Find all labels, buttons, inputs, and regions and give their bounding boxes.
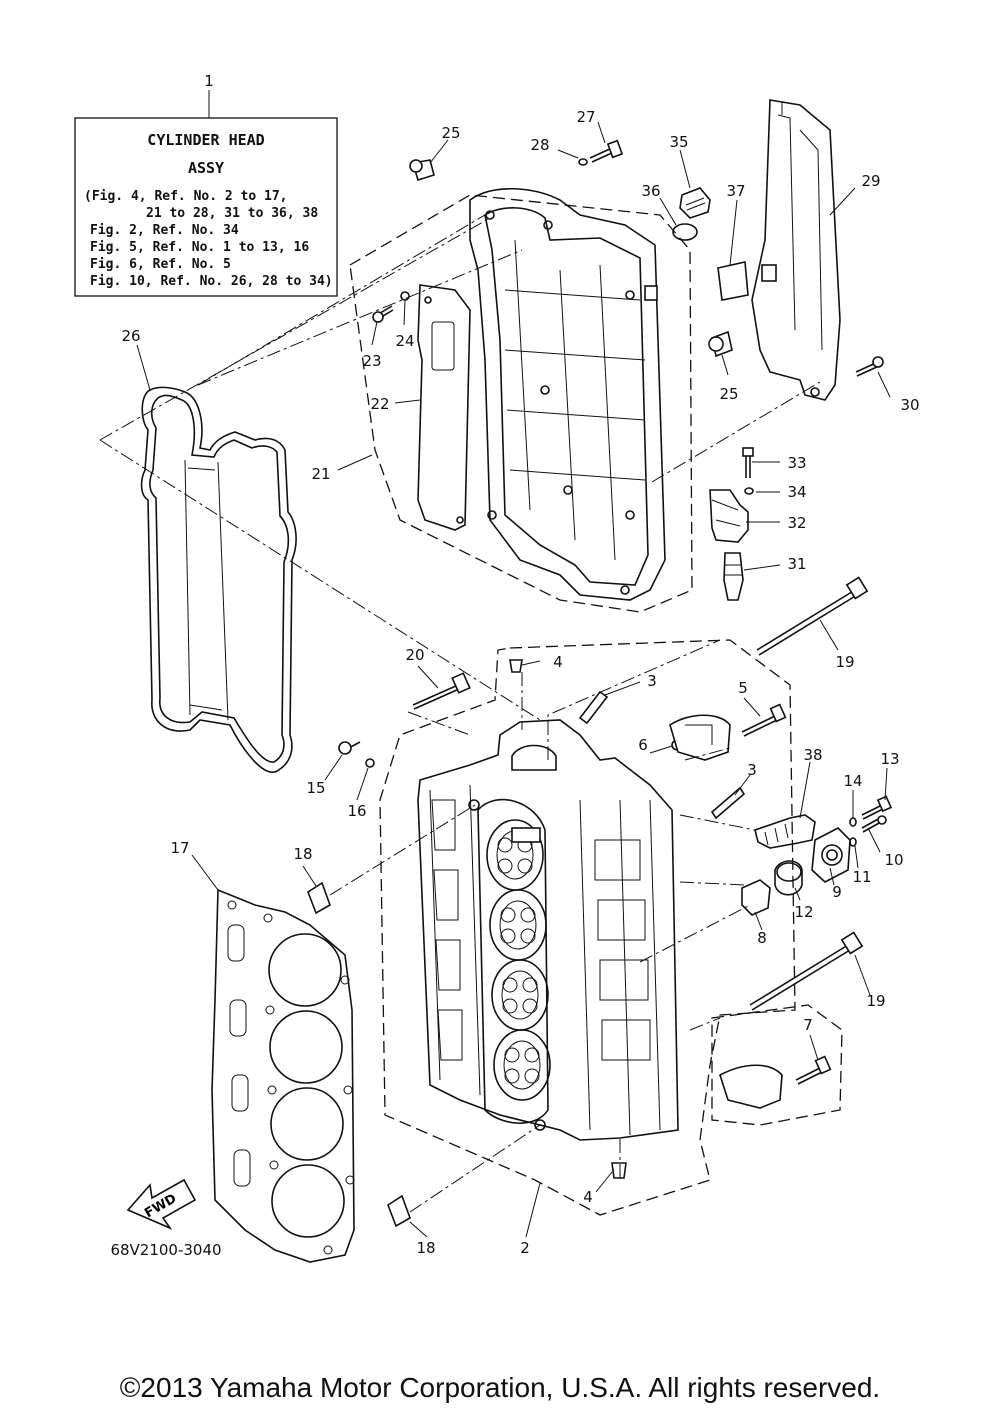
callout-14: 14 (843, 772, 862, 790)
cover-plate-drawing (417, 284, 471, 531)
callout-5: 5 (738, 679, 748, 697)
callout-22: 22 (370, 395, 389, 413)
callout-1: 1 (204, 72, 214, 90)
callout-25: 25 (719, 385, 738, 403)
callout-24: 24 (395, 332, 414, 350)
fittings-drawing (307, 659, 851, 1228)
cylinder-head-group-outline (379, 639, 796, 1216)
callout-17: 17 (170, 839, 189, 857)
callout-38: 38 (803, 746, 822, 764)
callout-25: 25 (441, 124, 460, 142)
diagram-code: 68V2100-3040 (110, 1241, 221, 1259)
callout-11: 11 (852, 868, 871, 886)
callout-32: 32 (787, 514, 806, 532)
assy-ref-line: 21 to 28, 31 to 36, 38 (146, 206, 318, 221)
callout-15: 15 (306, 779, 325, 797)
combustion-chambers (486, 819, 551, 1101)
callout-18: 18 (416, 1239, 435, 1257)
callout-leaders (136, 121, 891, 1238)
callout-26: 26 (121, 327, 140, 345)
screw-30-drawing (855, 356, 884, 377)
callout-8: 8 (757, 929, 767, 947)
cover-group-outline (349, 194, 693, 613)
assy-info-box: CYLINDER HEAD ASSY (Fig. 4, Ref. No. 2 t… (74, 90, 338, 297)
callout-28: 28 (530, 136, 549, 154)
callout-2: 2 (520, 1239, 530, 1257)
callout-35: 35 (669, 133, 688, 151)
callout-3: 3 (747, 761, 757, 779)
callout-4: 4 (553, 653, 563, 671)
head-gasket-drawing (211, 888, 355, 1263)
assy-title-line2: ASSY (188, 159, 224, 177)
cylinder-head-cover-drawing (469, 187, 666, 601)
callout-9: 9 (832, 883, 842, 901)
callout-16: 16 (347, 802, 366, 820)
assy-title-line1: CYLINDER HEAD (147, 131, 264, 149)
bolts-drawing (338, 672, 893, 1085)
callout-numbers: 1 27 28 25 35 36 37 29 26 24 23 22 21 25… (121, 72, 919, 1257)
callout-3: 3 (647, 672, 657, 690)
callout-27: 27 (576, 108, 595, 126)
callout-6: 6 (638, 736, 648, 754)
caps-drawing (669, 714, 843, 1126)
callout-13: 13 (880, 750, 899, 768)
callout-23: 23 (362, 352, 381, 370)
callout-18: 18 (293, 845, 312, 863)
bracket-drawing (751, 99, 841, 401)
small-parts-top (372, 139, 749, 358)
assy-ref-line: Fig. 2, Ref. No. 34 (90, 223, 239, 238)
callout-29: 29 (861, 172, 880, 190)
assy-ref-line: Fig. 6, Ref. No. 5 (90, 257, 231, 272)
callout-10: 10 (884, 851, 903, 869)
alignment-lines (99, 211, 821, 1213)
copyright-notice: ©2013 Yamaha Motor Corporation, U.S.A. A… (119, 1372, 881, 1403)
callout-33: 33 (787, 454, 806, 472)
cover-gasket-drawing (140, 386, 297, 773)
assy-ref-line: Fig. 5, Ref. No. 1 to 13, 16 (90, 240, 309, 255)
cylinder-head-drawing (417, 719, 679, 1141)
callout-34: 34 (787, 483, 806, 501)
callout-7: 7 (803, 1016, 813, 1034)
assy-ref-line: (Fig. 4, Ref. No. 2 to 17, (84, 189, 288, 204)
callout-12: 12 (794, 903, 813, 921)
callout-4: 4 (583, 1188, 593, 1206)
callout-30: 30 (900, 396, 919, 414)
callout-37: 37 (726, 182, 745, 200)
long-bolts-drawing (749, 576, 869, 1011)
assy-ref-line: Fig. 10, Ref. No. 26, 28 to 34) (90, 274, 333, 289)
callout-36: 36 (641, 182, 660, 200)
sensor-parts-drawing (709, 447, 754, 601)
callout-31: 31 (787, 555, 806, 573)
callout-19: 19 (835, 653, 854, 671)
fwd-arrow-icon: FWD (126, 1178, 197, 1230)
callout-19: 19 (866, 992, 885, 1010)
callout-21: 21 (311, 465, 330, 483)
callout-20: 20 (405, 646, 424, 664)
